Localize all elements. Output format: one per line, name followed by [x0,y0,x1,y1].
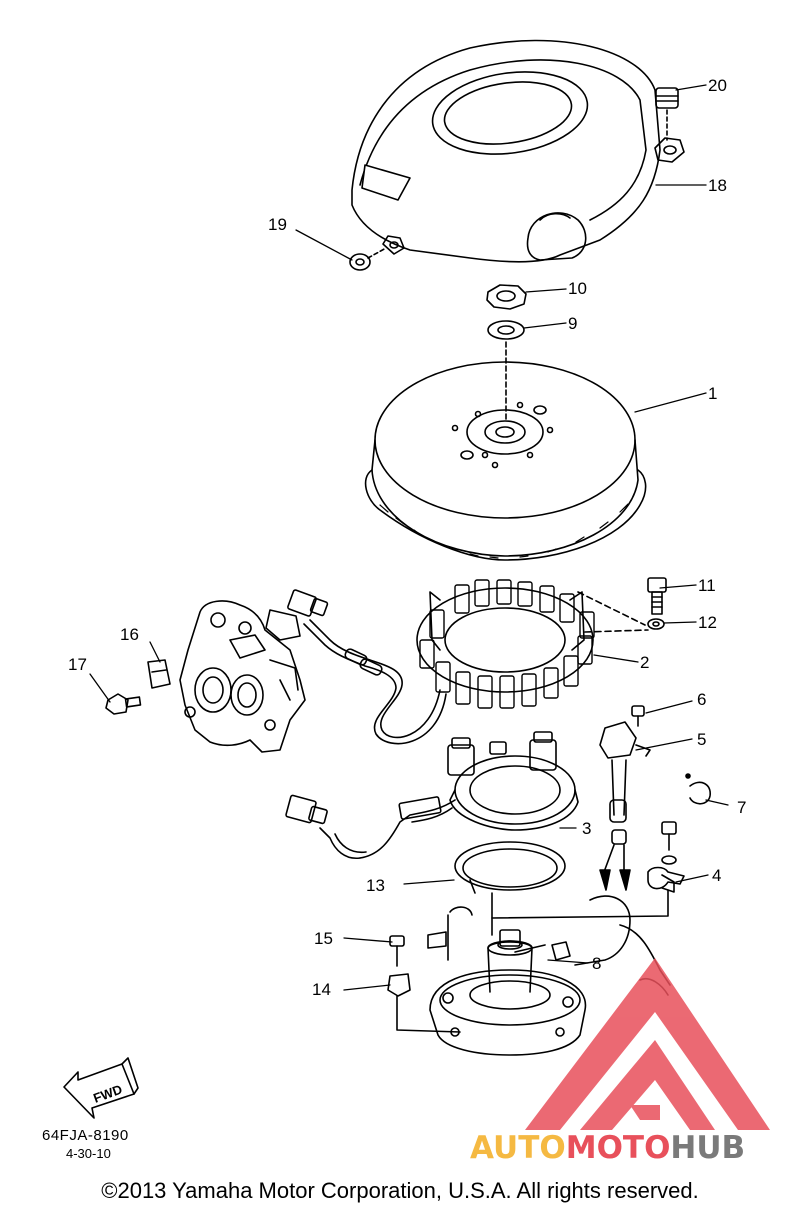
leader-lines [89,84,729,991]
part-label: 19 [268,215,287,234]
part-label: 5 [697,730,706,749]
grommet-20-drawing [655,87,679,141]
part-label: 13 [366,876,385,895]
holder-16-drawing [147,659,171,689]
grommet-19-drawing [349,247,387,271]
stator-drawing [416,579,649,709]
watermark-logo [525,958,770,1130]
mount-bracket-drawing [179,600,306,753]
part-label: 18 [708,176,727,195]
part-label: 10 [568,279,587,298]
part-label: 6 [697,690,706,709]
part-label: 7 [737,798,746,817]
part-label: 20 [708,76,727,95]
watermark-moto: MOTO [565,1130,671,1166]
flywheel-drawing [364,361,647,561]
lead-5-drawing [599,721,651,891]
copyright-footer: ©2013 Yamaha Motor Corporation, U.S.A. A… [101,1178,699,1203]
clamp-4-drawing [491,821,685,919]
part-label: 9 [568,314,577,333]
bolt-17-drawing [105,693,142,715]
watermark-auto: AUTO [470,1130,566,1166]
nut-10-drawing [486,284,527,310]
crankcase-base-drawing [427,895,671,1056]
clip-7-drawing [685,773,711,805]
screw-6-drawing [631,705,645,727]
watermark-wordmark: AUTOMOTOHUB [470,1130,745,1166]
stator-harness-drawing [265,589,447,745]
pulser-coil-drawing [285,731,579,860]
part-label: 14 [312,980,331,999]
washer-9-drawing [487,320,525,421]
part-label: 4 [712,866,721,885]
part-labels: 20 18 19 10 9 1 11 12 16 2 17 6 5 7 3 4 … [68,76,746,999]
retainer-ring-drawing [454,841,566,936]
screw-15-drawing [389,935,405,967]
part-label: 16 [120,625,139,644]
clamp-14-drawing [387,973,461,1033]
part-label: 1 [708,384,717,403]
bolt-11-drawing [647,577,667,615]
part-label: 17 [68,655,87,674]
forward-arrow-drawing: FWD [63,1057,139,1119]
flywheel-cover-drawing [351,39,685,263]
drawing-date: 4-30-10 [66,1146,111,1161]
key-8-drawing [551,941,571,961]
part-label: 2 [640,653,649,672]
part-label: 8 [592,954,601,973]
washer-12-drawing [647,618,665,630]
part-label: 3 [582,819,591,838]
part-label: 11 [698,576,716,595]
watermark-hub: HUB [670,1130,746,1166]
part-label: 15 [314,929,333,948]
part-label: 12 [698,613,717,632]
drawing-code: 64FJA-8190 [42,1127,129,1144]
